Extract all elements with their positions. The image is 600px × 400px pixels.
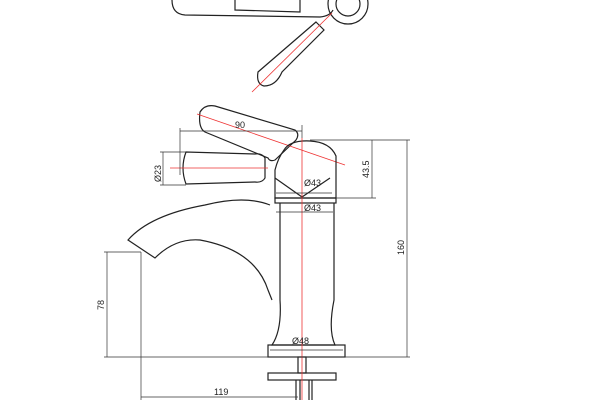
- dim-body-diameter-lower: Ø43: [304, 203, 321, 213]
- dim-lever-diameter: Ø23: [153, 165, 163, 182]
- top-view-body-circle: [327, 0, 369, 25]
- dim-lever-reach: 90: [235, 120, 245, 130]
- dim-head-height: 43.5: [361, 160, 371, 178]
- side-view: [127, 105, 346, 400]
- dimensions: 90 Ø23 Ø43 Ø43 43.5 160 78 Ø48 119: [96, 120, 410, 400]
- raised-lever: [198, 105, 299, 162]
- base-flange: [267, 344, 346, 358]
- top-view-lever-centerline: [251, 12, 333, 93]
- horizontal-lever: [182, 151, 266, 185]
- top-view: [171, 0, 369, 93]
- valve-head: [274, 140, 337, 199]
- raised-lever-centerline: [196, 113, 346, 166]
- head-collar: [274, 197, 337, 204]
- dim-base-diameter: Ø48: [292, 336, 309, 346]
- top-view-inner-circle: [335, 0, 361, 17]
- top-view-handle: [234, 0, 301, 13]
- valve-head-facet: [274, 177, 331, 198]
- body-column: [270, 203, 336, 346]
- top-view-lever: [257, 21, 325, 87]
- dim-spout-projection: 119: [214, 387, 228, 397]
- dim-spout-height: 78: [96, 300, 106, 310]
- spout: [127, 199, 273, 301]
- supply-pipes: [295, 380, 313, 400]
- top-view-spout-outline: [171, 0, 334, 18]
- dim-body-diameter-upper: Ø43: [304, 178, 321, 188]
- dim-total-height: 160: [396, 240, 406, 255]
